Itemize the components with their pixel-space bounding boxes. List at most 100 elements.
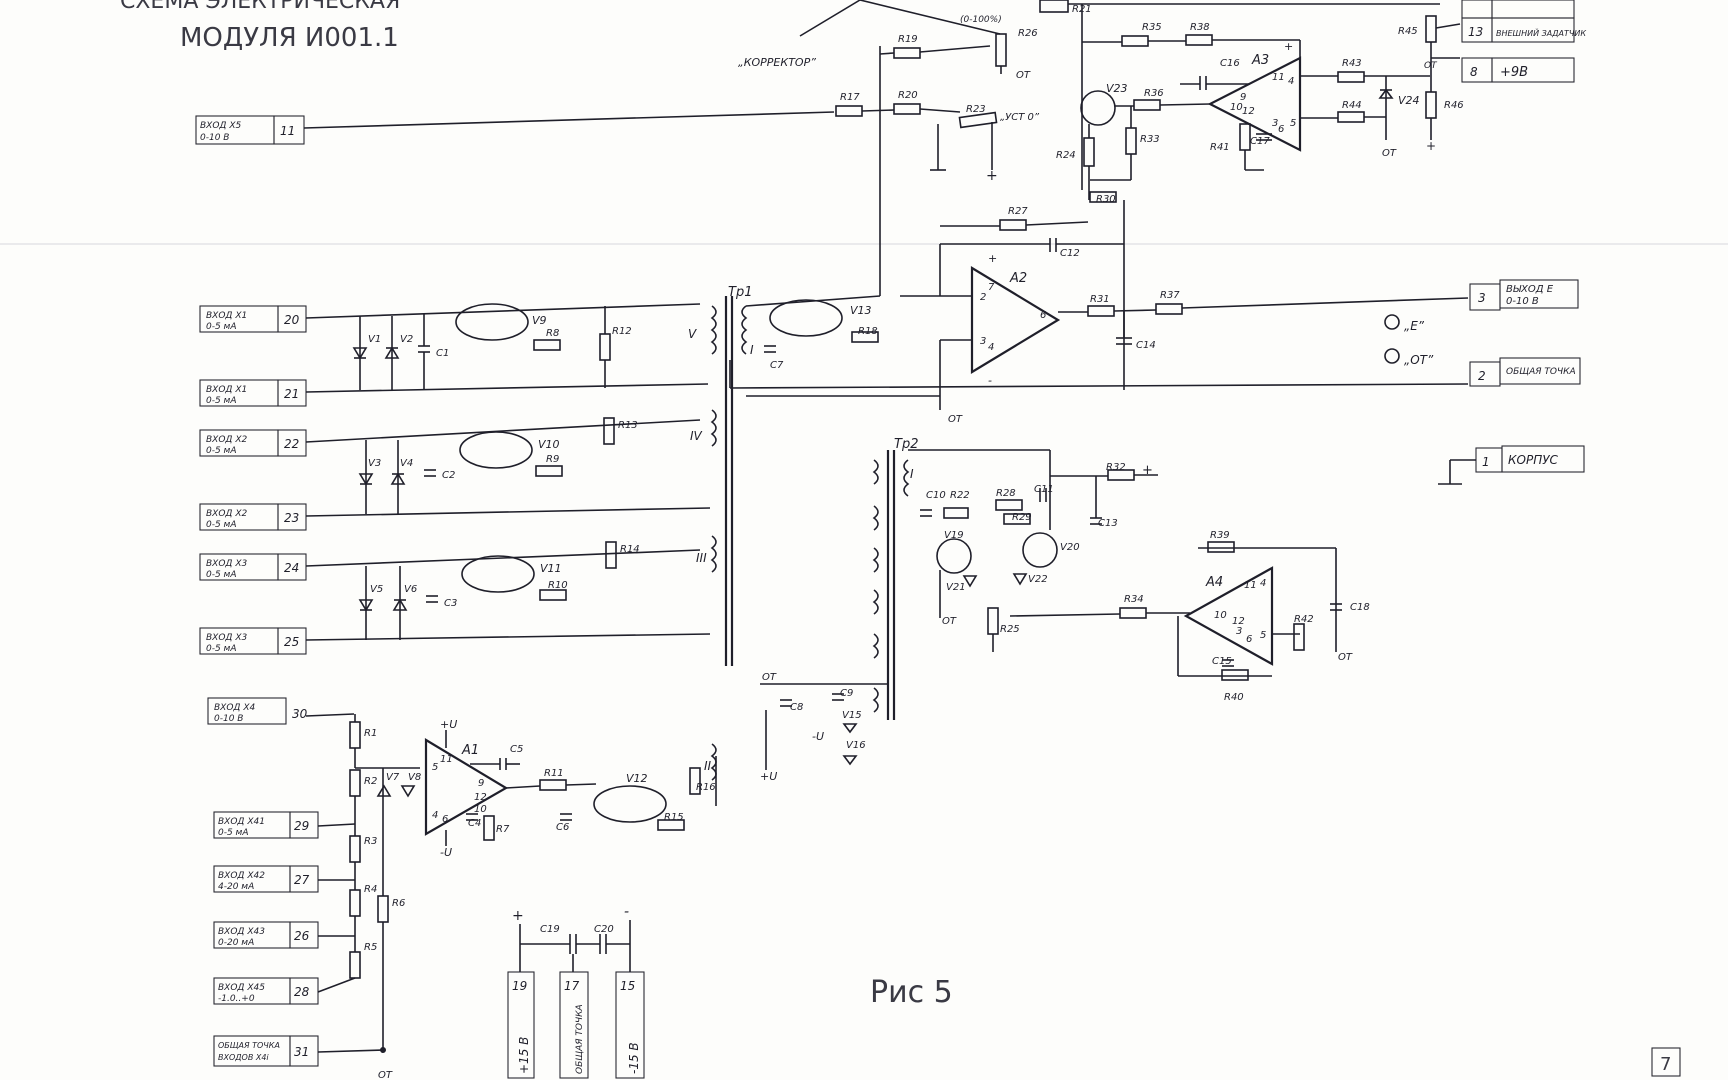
label-ot-bottom: ОТ bbox=[378, 1070, 393, 1080]
svg-text:A2: A2 bbox=[1009, 271, 1027, 286]
svg-text:I: I bbox=[750, 343, 754, 357]
svg-text:R38: R38 bbox=[1190, 22, 1210, 33]
svg-text:3: 3 bbox=[980, 336, 986, 347]
svg-text:C8: C8 bbox=[790, 702, 803, 713]
svg-text:4: 4 bbox=[988, 342, 994, 353]
terminal-pin-1: 1 bbox=[1482, 455, 1490, 469]
terminal-label-15: -15 В bbox=[627, 1042, 641, 1074]
resistor-r13 bbox=[603, 417, 615, 445]
svg-text:V9: V9 bbox=[532, 314, 547, 327]
terminal-label-17: ОБЩАЯ ТОЧКА bbox=[575, 1004, 585, 1074]
terminal-pin-box-27 bbox=[289, 865, 319, 893]
label-ot-v19: ОТ bbox=[942, 616, 957, 627]
terminal-pin-box-21 bbox=[277, 379, 307, 407]
svg-text:C12: C12 bbox=[1060, 248, 1080, 259]
label-test-ot: „ОТ” bbox=[1404, 353, 1434, 367]
transformer-tr2: Тр2 I R32 + C10 R22 R28 C11 R29 C13 bbox=[760, 437, 1370, 783]
test-point-ot bbox=[1384, 348, 1400, 364]
terminal-label-out-e: ВЫХОД Е bbox=[1506, 284, 1554, 295]
svg-text:R26: R26 bbox=[1018, 28, 1038, 39]
title-module: МОДУЛЯ И001.1 bbox=[180, 23, 399, 53]
svg-text:5: 5 bbox=[432, 762, 438, 773]
svg-text:R33: R33 bbox=[1140, 134, 1160, 145]
svg-text:R41: R41 bbox=[1210, 142, 1230, 153]
svg-text:-: - bbox=[624, 904, 629, 920]
terminal-pin-box-22 bbox=[277, 429, 307, 457]
svg-text:11: 11 bbox=[1272, 72, 1285, 83]
svg-text:10: 10 bbox=[474, 804, 487, 815]
svg-text:C20: C20 bbox=[594, 924, 614, 935]
svg-text:11: 11 bbox=[440, 754, 453, 765]
terminal-box-plus9v bbox=[1491, 57, 1575, 83]
transistor-v13 bbox=[769, 299, 843, 337]
terminal-label-x43: ВХОД X43 bbox=[218, 927, 265, 937]
terminal-pin-17: 17 bbox=[564, 979, 580, 993]
svg-text:R3: R3 bbox=[364, 836, 377, 847]
terminal-range-x45: -1.0..+0 bbox=[218, 994, 255, 1004]
terminal-range-x5: 0-10 В bbox=[200, 133, 229, 143]
terminal-label-plus9v: +9В bbox=[1500, 65, 1528, 80]
svg-text:R25: R25 bbox=[1000, 624, 1020, 635]
svg-text:III: III bbox=[696, 551, 707, 565]
svg-text:R5: R5 bbox=[364, 942, 377, 953]
svg-text:12: 12 bbox=[1242, 106, 1255, 117]
svg-text:R2: R2 bbox=[364, 776, 377, 787]
svg-text:R6: R6 bbox=[392, 898, 405, 909]
svg-text:V20: V20 bbox=[1060, 542, 1080, 553]
potentiometer-r26 bbox=[995, 33, 1007, 67]
terminal-range-x2a: 0-5 мА bbox=[206, 446, 237, 456]
terminal-range-x42: 4-20 мА bbox=[218, 882, 254, 892]
terminal-label-chassis: КОРПУС bbox=[1508, 453, 1559, 467]
svg-text:C16: C16 bbox=[1220, 58, 1240, 69]
terminal-range-x1b: 0-5 мА bbox=[206, 396, 237, 406]
svg-text:C10: C10 bbox=[926, 490, 946, 501]
terminal-pin-box-25 bbox=[277, 627, 307, 655]
svg-text:C4: C4 bbox=[468, 818, 481, 829]
svg-text:V4: V4 bbox=[400, 458, 413, 469]
terminal-box-top bbox=[1491, 0, 1575, 19]
terminal-pin-31: 31 bbox=[294, 1045, 309, 1059]
svg-text:R8: R8 bbox=[546, 328, 559, 339]
terminal-pin-27: 27 bbox=[294, 873, 310, 887]
resistor-r11 bbox=[539, 779, 567, 791]
resistor-r41 bbox=[1239, 123, 1251, 151]
label-minus-u-a1: -U bbox=[440, 846, 452, 859]
resistor-r3 bbox=[349, 835, 361, 863]
resistor-r10 bbox=[539, 589, 567, 601]
svg-text:4: 4 bbox=[432, 810, 438, 821]
terminal-label-x3a: ВХОД X3 bbox=[206, 559, 247, 569]
resistor-r39 bbox=[1207, 541, 1235, 553]
terminal-pin-box-20 bbox=[277, 305, 307, 333]
resistor-r29 bbox=[1003, 513, 1031, 525]
terminal-pin-2: 2 bbox=[1478, 369, 1486, 383]
resistor-r30 bbox=[1089, 191, 1117, 203]
terminal-range-common-in: ВХОДОВ X4i bbox=[218, 1053, 269, 1062]
label-range-pct: (0-100%) bbox=[960, 15, 1002, 25]
label-test-e: „Е” bbox=[1404, 319, 1425, 333]
svg-text:R15: R15 bbox=[664, 812, 684, 823]
svg-text:V22: V22 bbox=[1028, 574, 1048, 585]
resistor-r33 bbox=[1125, 127, 1137, 155]
svg-text:V7: V7 bbox=[386, 772, 400, 783]
terminal-pin-28: 28 bbox=[294, 985, 310, 999]
svg-text:V1: V1 bbox=[368, 334, 381, 345]
page-number: 7 bbox=[1660, 1054, 1671, 1075]
label-ot-a4: ОТ bbox=[1338, 652, 1353, 663]
label-ot-a2: ОТ bbox=[948, 414, 963, 425]
svg-text:V2: V2 bbox=[400, 334, 413, 345]
resistor-r9 bbox=[535, 465, 563, 477]
svg-text:C7: C7 bbox=[770, 360, 784, 371]
svg-text:R28: R28 bbox=[996, 488, 1016, 499]
svg-text:6: 6 bbox=[1278, 124, 1284, 135]
transistor-v11 bbox=[461, 555, 535, 593]
label-plus-u-tr2: +U bbox=[760, 770, 777, 783]
svg-text:R17: R17 bbox=[840, 92, 860, 103]
svg-text:V6: V6 bbox=[404, 584, 417, 595]
svg-text:R35: R35 bbox=[1142, 22, 1162, 33]
svg-text:2: 2 bbox=[980, 292, 986, 303]
svg-text:C9: C9 bbox=[840, 688, 853, 699]
resistor-r42 bbox=[1293, 623, 1305, 651]
terminal-pin-box-top bbox=[1461, 0, 1493, 19]
potentiometer-r45 bbox=[1425, 15, 1437, 43]
terminal-pin-30: 30 bbox=[292, 707, 308, 721]
